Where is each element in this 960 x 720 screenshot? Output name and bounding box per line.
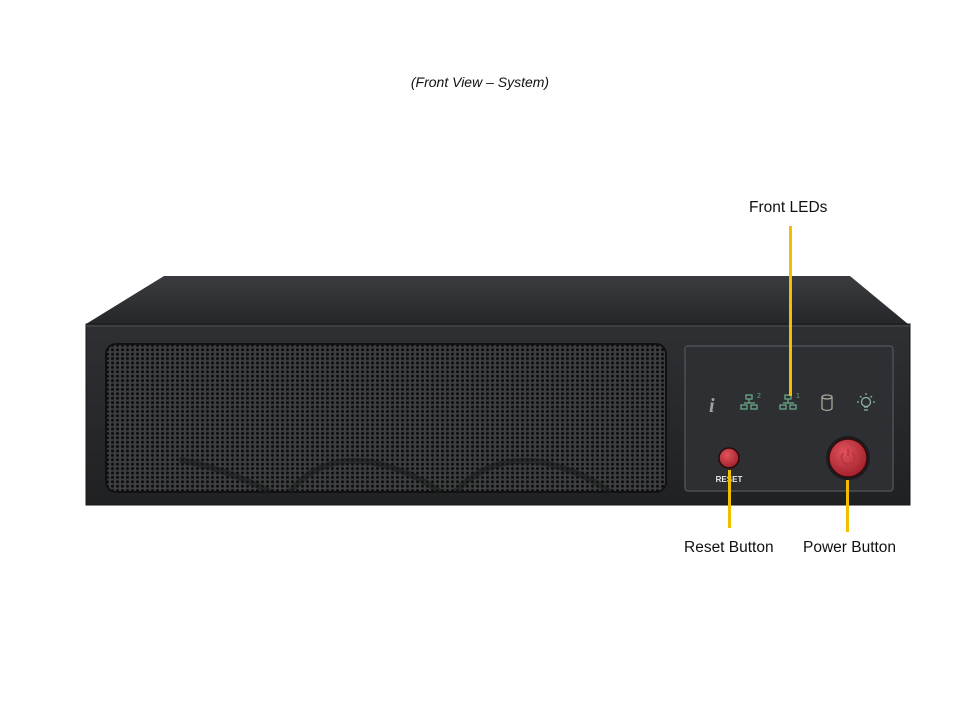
svg-text:1: 1 [796,393,800,400]
svg-text:2: 2 [757,393,761,400]
power-button-leader [846,480,849,532]
front-leds-label: Front LEDs [749,199,828,216]
power-icon [840,449,856,465]
front-leds-leader [789,226,792,396]
info-icon: i [709,395,715,417]
reset-button[interactable] [718,447,740,469]
power-button[interactable] [828,438,868,478]
figure-caption: (Front View – System) [410,74,550,90]
reset-button-label: Reset Button [684,539,774,556]
power-button-label: Power Button [803,539,897,556]
hdd-icon [821,394,833,412]
chassis-top [86,276,908,324]
vent-grille [105,343,667,493]
lan2-icon: 2 [740,393,761,410]
reset-button-leader [728,470,731,528]
overheat-icon [857,393,875,411]
lan1-icon: 1 [779,393,800,410]
fan-shadow [179,457,612,495]
